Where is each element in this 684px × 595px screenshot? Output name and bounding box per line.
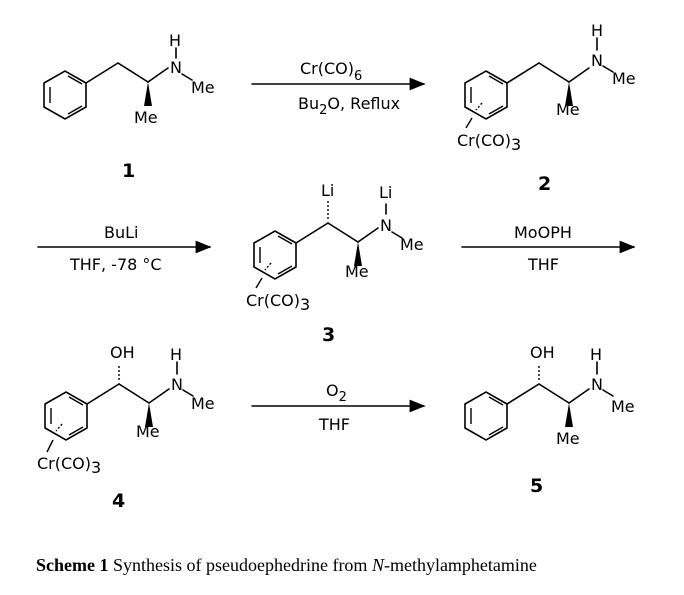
chromium-tricarbonyl-label: Cr(CO)3 [37, 454, 101, 477]
reagent-thf: THF [318, 415, 350, 434]
compound-5-structure: OH H N Me Me [464, 343, 635, 448]
reagent-oxygen: O2 [326, 381, 347, 405]
methyl-label: Me [611, 397, 635, 416]
hydrogen-label: H [170, 345, 182, 364]
reagent-solvent-reflux: Bu2O, Reflux [298, 94, 400, 118]
lithium-label: Li [379, 183, 392, 202]
reagent-chromium-hexacarbonyl: Cr(CO)6 [300, 59, 362, 84]
nitrogen-label: N [380, 216, 392, 235]
nitrogen-label: N [170, 58, 182, 77]
chromium-tricarbonyl-label: Cr(CO)3 [457, 131, 521, 154]
nitrogen-label: N [591, 375, 603, 394]
methyl-label: Me [400, 235, 424, 254]
methyl-label: Me [556, 429, 580, 448]
reagent-thf-low-temp: THF, -78 °C [69, 255, 162, 274]
hydroxyl-label: OH [530, 343, 555, 362]
scheme-caption: Scheme 1 Synthesis of pseudoephedrine fr… [36, 555, 537, 575]
compound-number-4: 4 [112, 490, 125, 512]
methyl-label: Me [191, 394, 215, 413]
methyl-label: Me [136, 422, 160, 441]
reagent-thf: THF [527, 255, 559, 274]
methyl-label: Me [556, 100, 580, 119]
compound-3-structure: Li Li N Me Me Cr(CO)3 [246, 181, 424, 314]
compound-1-structure: H N Me Me [43, 31, 215, 127]
hydrogen-label: H [169, 31, 181, 50]
hydroxyl-label: OH [110, 343, 135, 362]
compound-2-structure: H N Me Me Cr(CO)3 [457, 21, 636, 154]
compound-number-1: 1 [122, 160, 135, 182]
compound-4-structure: OH H N Me Me Cr(CO)3 [37, 343, 215, 477]
nitrogen-label: N [591, 51, 603, 70]
hydrogen-label: H [590, 345, 602, 364]
hydrogen-label: H [591, 21, 603, 40]
chromium-tricarbonyl-label: Cr(CO)3 [246, 291, 310, 314]
methyl-label: Me [612, 69, 636, 88]
compound-number-2: 2 [538, 173, 551, 195]
methyl-label: Me [134, 108, 158, 127]
reagent-butyllithium: BuLi [104, 223, 138, 242]
nitrogen-label: N [171, 375, 183, 394]
methyl-label: Me [191, 78, 215, 97]
lithium-label: Li [321, 181, 334, 200]
methyl-label: Me [345, 262, 369, 281]
compound-number-3: 3 [322, 324, 335, 346]
reagent-moo-ph: MoOPH [514, 223, 572, 242]
compound-number-5: 5 [530, 475, 543, 497]
